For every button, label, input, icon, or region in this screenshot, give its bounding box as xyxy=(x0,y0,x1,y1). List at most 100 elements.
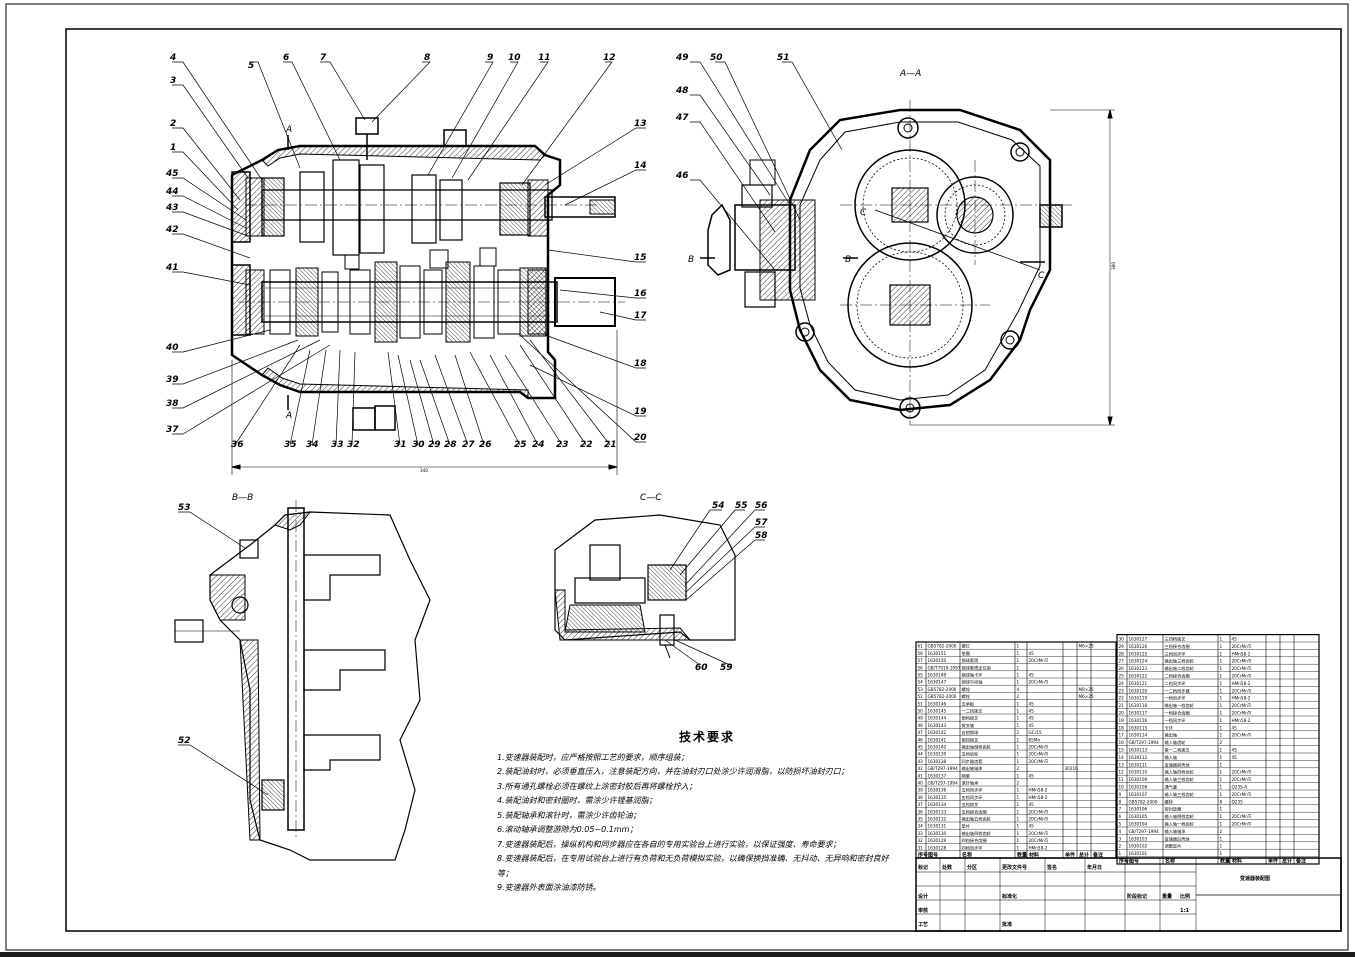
bom-left-cell: 1 xyxy=(1017,802,1020,807)
title-block-label: 标记 xyxy=(917,864,928,871)
tech-line: 8.变速器装配后，在专用试验台上进行有负荷和无负荷模拟实验，以确保换挡准确、无抖… xyxy=(497,854,889,878)
bom-right-cell: 1 xyxy=(1119,851,1122,856)
callout-11: 11 xyxy=(538,53,551,63)
bom-left-cell: 20CrMnTi xyxy=(1029,752,1049,757)
callout-19: 19 xyxy=(634,407,647,417)
bom-right-cell: 1630111 xyxy=(1129,762,1148,767)
bom-right-cell: 变速器前壳体 xyxy=(1165,761,1191,768)
bom-right-cell: 20CrMnTi xyxy=(1232,688,1252,693)
bom-right-cell: 输入轴 xyxy=(1165,754,1178,761)
header-cell: 总计 xyxy=(1079,852,1089,859)
callout-49: 49 xyxy=(675,53,689,63)
bom-right-cell: 1 xyxy=(1220,666,1223,671)
bom-left-cell: 35 xyxy=(918,817,924,822)
callout-10: 10 xyxy=(508,53,521,63)
bom-left-cell: 1 xyxy=(1017,680,1020,685)
bom-right-cell: 20CrMnTi xyxy=(1232,644,1252,649)
bom-right-cell: 输入轴四档齿轮 xyxy=(1165,769,1195,776)
bom-right-cell: 1 xyxy=(1220,688,1223,693)
callout-57: 57 xyxy=(755,518,768,528)
title-block-label: 更改文件号 xyxy=(1002,864,1027,871)
bom-right-cell: 1 xyxy=(1220,703,1223,708)
bom-left-cell: 20CrMnTi xyxy=(1029,838,1049,843)
bom-left-cell: 57 xyxy=(918,658,924,663)
cut-c-bottom: C xyxy=(1038,271,1045,281)
bom-left-cell: 输出轴四档齿轮 xyxy=(962,830,992,837)
bom-left-cell: 1 xyxy=(1017,817,1020,822)
callout-8: 8 xyxy=(424,53,430,63)
bom-right-cell: 1 xyxy=(1220,725,1223,730)
header-cell: 备注 xyxy=(1092,852,1103,859)
bom-left-cell: 钢球中间轴 xyxy=(962,679,983,686)
outer-frame xyxy=(5,3,1349,951)
tech-line: 9.变速器外表面涂油漆防锈。 xyxy=(497,883,601,892)
bom-left-cell: 1 xyxy=(1017,752,1020,757)
bom-right-cell: 1630108 xyxy=(1129,785,1148,790)
callout-52: 52 xyxy=(178,736,191,746)
bom-left-cell: GB5782-2000 xyxy=(928,687,957,692)
bom-right-cell: HMn58-2 xyxy=(1232,696,1251,701)
bom-right-cell: 输入轴三档齿轮 xyxy=(1165,776,1195,783)
bom-left-cell: 39 xyxy=(918,788,924,793)
bom-right-cell: 11 xyxy=(1119,777,1125,782)
bom-left-cell: 20CrMnTi xyxy=(1029,680,1049,685)
callout-43: 43 xyxy=(165,203,179,213)
bom-left-cell: 四档同步环 xyxy=(962,844,983,851)
bom-right-cell: 1630107 xyxy=(1129,792,1148,797)
bottom-strip xyxy=(0,952,1355,957)
bom-right-cell: 1630102 xyxy=(1129,844,1148,849)
bom-right-cell: 20CrMnTi xyxy=(1232,703,1252,708)
bom-left-cell: 隔套 xyxy=(962,772,971,779)
callout-39: 39 xyxy=(166,375,179,385)
bom-left-cell: 输出轴五档齿轮 xyxy=(962,816,992,823)
bom-left-cell: 49 xyxy=(918,716,924,721)
cc-leaders xyxy=(664,509,765,666)
callout-5: 5 xyxy=(248,61,254,71)
bom-left-cell: HMn58-2 xyxy=(1029,845,1048,850)
callout-2: 2 xyxy=(170,119,176,129)
bom-right-cell: 二档同步环 xyxy=(1165,680,1186,687)
bom-left-cell: 2 xyxy=(1017,766,1020,771)
callout-47: 47 xyxy=(675,113,689,123)
bom-right-cell: 1 xyxy=(1220,770,1223,775)
bom-right-cell: 输出轴 xyxy=(1165,732,1178,739)
callout-3: 3 xyxy=(170,76,176,86)
bom-left-cell: 1 xyxy=(1017,709,1020,714)
section-cc-title: C—C xyxy=(640,493,662,503)
bom-left-cell: 43 xyxy=(918,759,924,764)
bom-right-cell: 1 xyxy=(1220,659,1223,664)
bom-left-cell: 1 xyxy=(1017,845,1020,850)
bom-left-cell: 1 xyxy=(1017,673,1020,678)
dim-overall-length: 340 xyxy=(420,468,428,473)
bom-right-cell: 1630119 xyxy=(1129,696,1148,701)
bom-right-cell: 螺栓 xyxy=(1165,798,1174,805)
bom-left-cell: 钢球轴卡环 xyxy=(962,672,983,679)
bom-right-cell: 1 xyxy=(1220,755,1223,760)
technical-requirements: 技术要求 1.变速器装配时，应严格按照工艺的要求，顺序组装； 2.装配油封时，必… xyxy=(497,730,917,896)
bom-left-cell: 1630135 xyxy=(928,795,947,800)
bom-right-cell: 1630120 xyxy=(1129,688,1148,693)
bom-left-cell: 45 xyxy=(1029,802,1035,807)
bom-left-cell: 1 xyxy=(1017,795,1020,800)
bom-right-cell: 1 xyxy=(1220,748,1223,753)
callout-59: 59 xyxy=(720,663,733,673)
callout-30: 30 xyxy=(412,440,425,450)
bom-left-cell: 48 xyxy=(918,723,924,728)
callout-40: 40 xyxy=(165,343,179,353)
bom-right-cell: 第一二档拨叉 xyxy=(1165,747,1191,754)
bom-right-cell: 输入轴倒档齿轮 xyxy=(1165,813,1195,820)
bom-left-cell: 一二挡拨叉 xyxy=(962,708,984,715)
callout-55: 55 xyxy=(735,501,748,511)
bom-left-cell: 倒档拨叉 xyxy=(962,715,980,722)
bom-right-cell: 20CrMnTi xyxy=(1232,733,1252,738)
header-cell: 名称 xyxy=(1165,858,1175,865)
bom-left-cell: 1 xyxy=(1017,759,1020,764)
bom-left-cell: 45 xyxy=(1029,824,1035,829)
bom-left-cell: 31 xyxy=(918,845,924,850)
callout-6: 6 xyxy=(283,53,289,63)
bom-right-cell: 7 xyxy=(1119,807,1122,812)
callout-16: 16 xyxy=(634,289,647,299)
bom-left-cell: M6×25 xyxy=(1079,694,1094,699)
bom-right-cell: 1630122 xyxy=(1129,674,1148,679)
